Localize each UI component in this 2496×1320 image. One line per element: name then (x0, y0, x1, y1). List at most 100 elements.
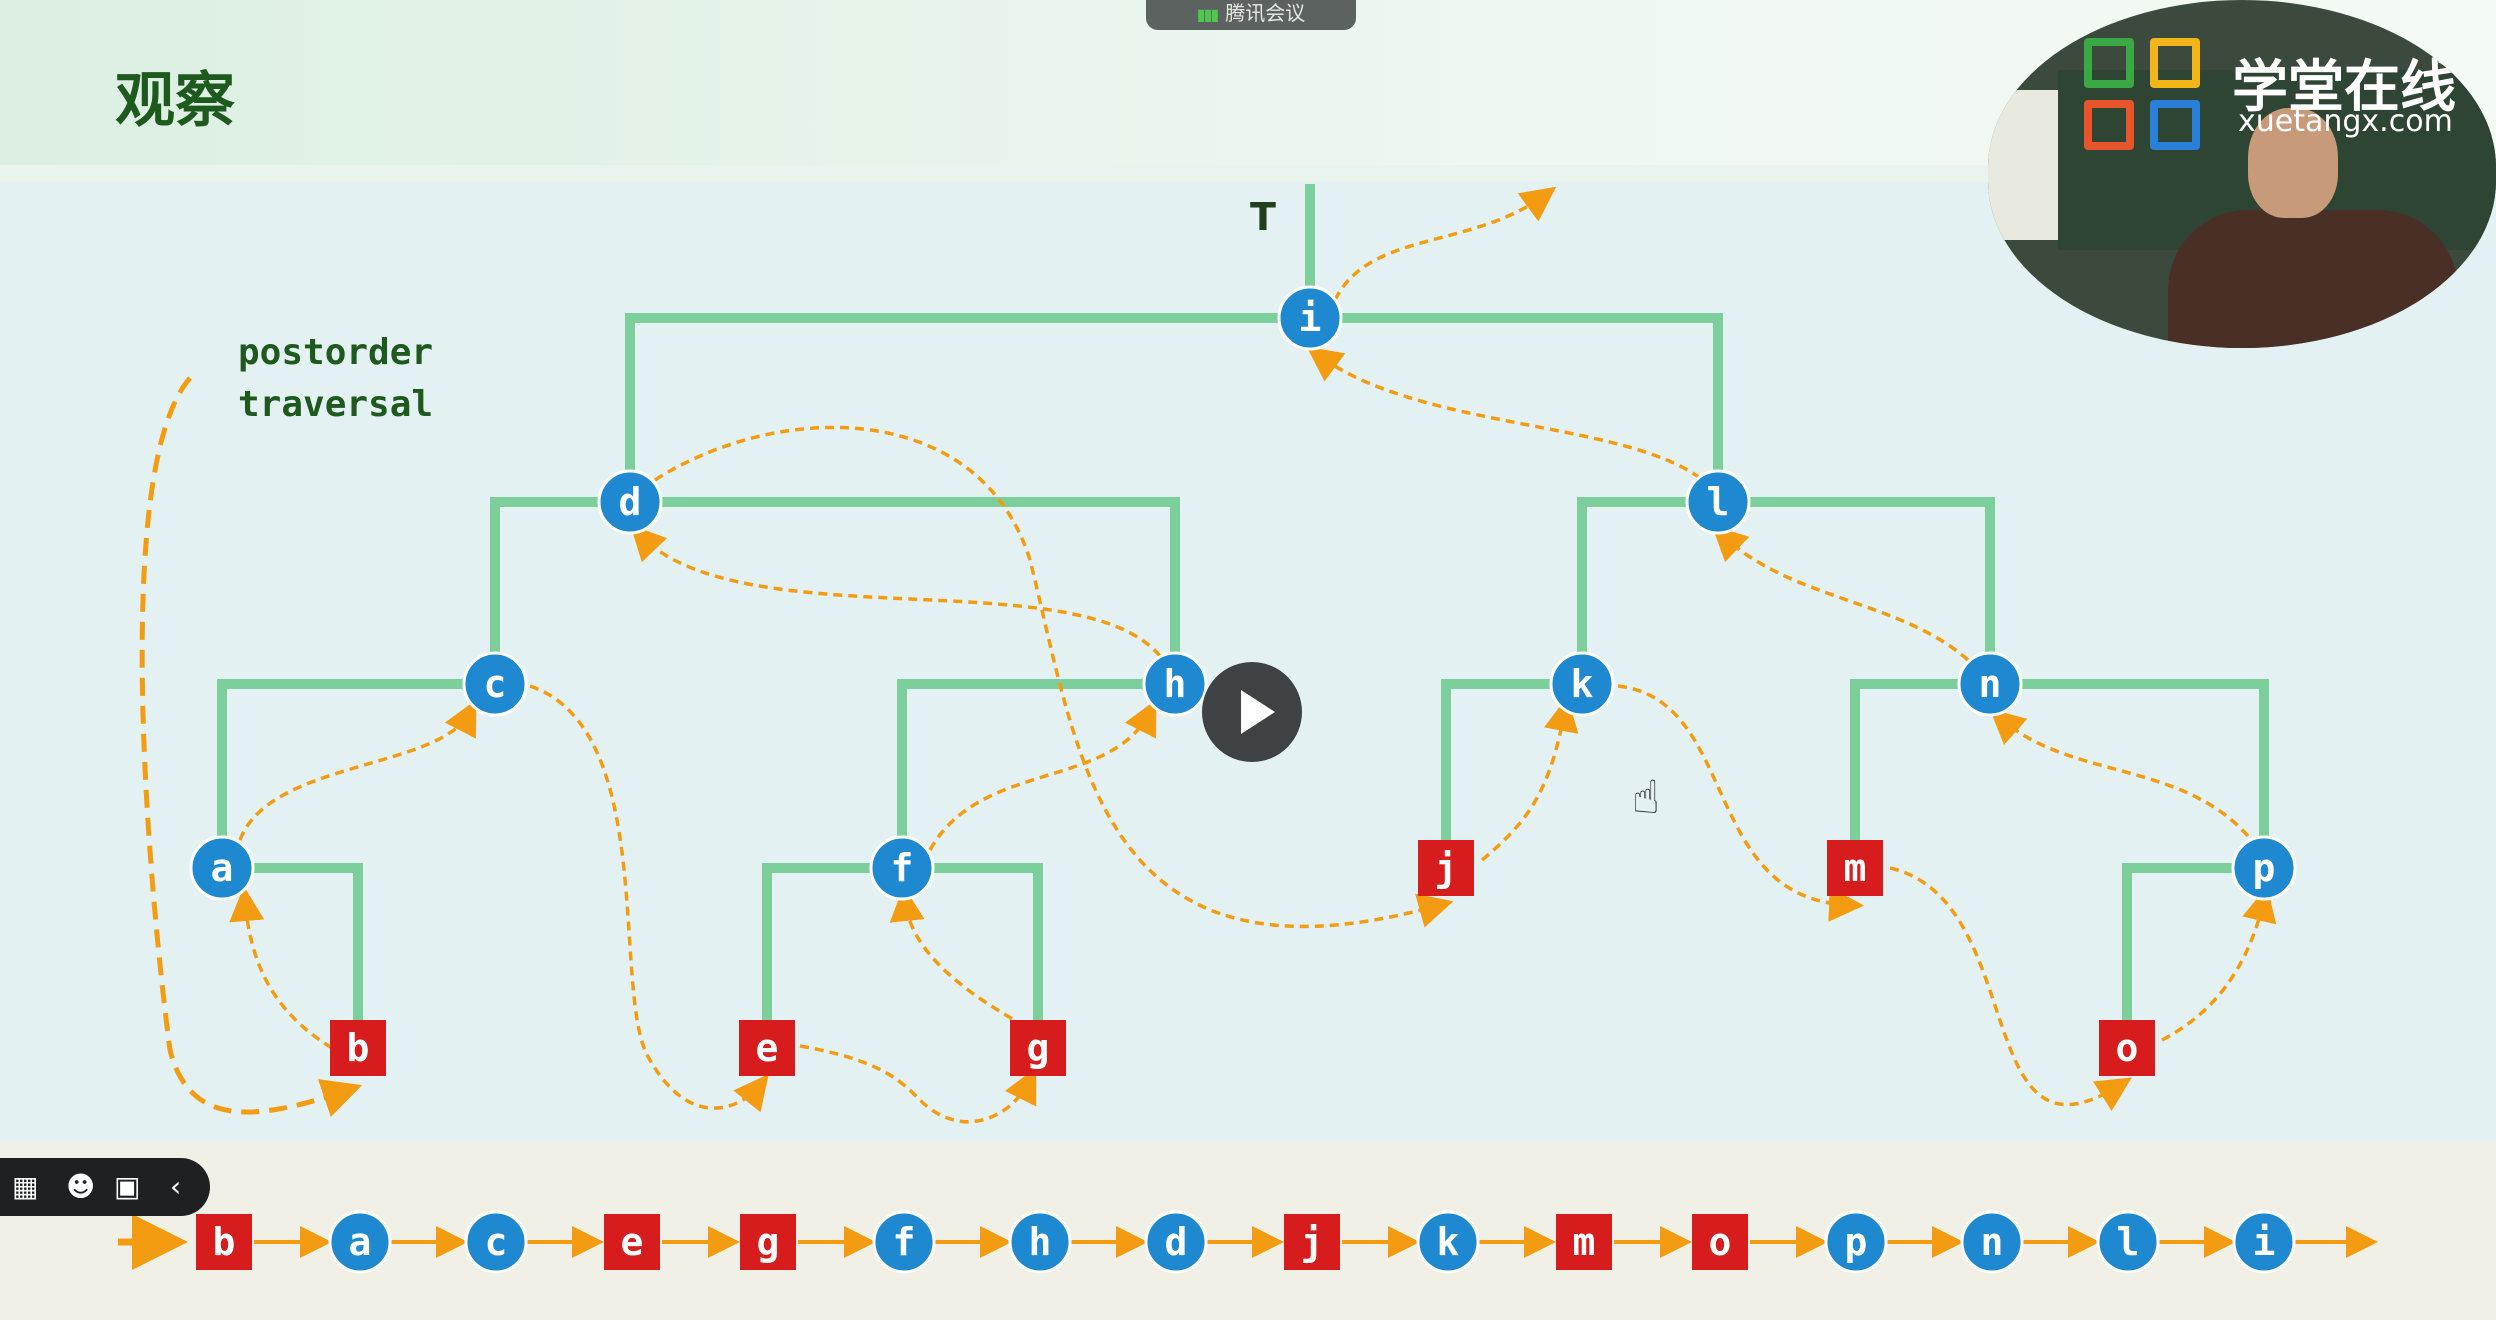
leaf-node-box (1010, 1020, 1066, 1076)
leaf-node-box (739, 1020, 795, 1076)
sequence-internal-circle (2096, 1210, 2160, 1274)
tree-node-label: l (1707, 480, 1730, 524)
sequence-node-label: b (213, 1220, 236, 1264)
tree-node-label: j (1435, 846, 1458, 890)
internal-node-circle (1685, 469, 1751, 535)
tree-node-label: o (2116, 1026, 2139, 1070)
logo-square-red (2084, 100, 2134, 150)
trav-k-m (1617, 684, 1864, 922)
sequence-node-label: f (893, 1220, 916, 1264)
sequence-internal-circle (2232, 1210, 2296, 1274)
chat-icon[interactable]: ▣ (114, 1170, 141, 1203)
slide-title: 观察 (115, 66, 235, 136)
floating-toolbar: ▦ ☻ ▣ ‹ (0, 1158, 210, 1216)
tree-edge-n-m (1850, 679, 1990, 868)
play-button[interactable] (1202, 662, 1302, 762)
sequence-node-j: j (1284, 1214, 1340, 1270)
tree-edge-h-f (897, 679, 1175, 868)
tree-node-label: k (1571, 662, 1594, 706)
tree-node-i: i (1277, 285, 1343, 351)
sequence-node-label: d (1165, 1220, 1188, 1264)
sequence-node-label: j (1301, 1220, 1324, 1264)
sequence-node-label: i (2253, 1220, 2276, 1264)
leaf-node-box (1827, 840, 1883, 896)
trav-n-l (1711, 525, 1970, 662)
tree-node-g: g (1010, 1020, 1066, 1076)
sequence-node-k: k (1416, 1210, 1480, 1274)
webcam-logo-text: 学堂在线 (2232, 55, 2456, 120)
sequence-node-b: b (196, 1214, 252, 1270)
sequence-node-o: o (1692, 1214, 1748, 1270)
tree-edge-i-d (625, 313, 1310, 502)
emoji-icon[interactable]: ☻ (66, 1170, 96, 1203)
webcam-overlay: 学堂在线 xuetangx.com (1988, 0, 2496, 348)
tree-node-m: m (1827, 840, 1883, 896)
sequence-internal-circle (1416, 1210, 1480, 1274)
tree-node-h: h (1142, 651, 1208, 717)
sequence-node-a: a (328, 1210, 392, 1274)
apps-icon[interactable]: ▦ (12, 1170, 39, 1203)
tree-edge-l-n (1718, 497, 1995, 684)
trav-f-h (928, 699, 1157, 851)
tree-node-p: p (2231, 835, 2297, 901)
sequence-node-label: c (485, 1220, 508, 1264)
internal-node-circle (2231, 835, 2297, 901)
tree-node-label: p (2253, 846, 2276, 890)
collapse-icon[interactable]: ‹ (170, 1170, 182, 1203)
meeting-status-bar[interactable]: ▮▮▮腾讯会议 (1146, 0, 1356, 30)
internal-node-circle (1957, 651, 2023, 717)
sequence-node-h: h (1008, 1210, 1072, 1274)
sequence-leaf-box (740, 1214, 796, 1270)
tree-edge-k-j (1441, 679, 1582, 868)
trav-o-p (2161, 886, 2277, 1042)
internal-node-circle (1277, 285, 1343, 351)
sequence-internal-circle (1008, 1210, 1072, 1274)
tree-node-label: d (619, 480, 642, 524)
traversal-label-line1: postorder (238, 332, 433, 373)
sequence-node-label: e (621, 1220, 644, 1264)
tree-node-l: l (1685, 469, 1751, 535)
tree-node-label: g (1027, 1026, 1050, 1070)
tree-node-label: m (1844, 846, 1867, 890)
tree-node-label: f (891, 846, 914, 890)
tree-edge-d-c (490, 497, 630, 684)
logo-square-yellow (2150, 38, 2200, 88)
sequence-internal-circle (328, 1210, 392, 1274)
tree-edge-l-k (1577, 497, 1718, 684)
tree-node-b: b (330, 1020, 386, 1076)
tree-node-label: e (756, 1026, 779, 1070)
sequence-node-label: k (1437, 1220, 1460, 1264)
sequence-node-label: g (757, 1220, 780, 1264)
tree-node-k: k (1549, 651, 1615, 717)
logo-square-green (2084, 38, 2134, 88)
trav-d-j (654, 425, 1454, 928)
tree-node-f: f (869, 835, 935, 901)
sequence-node-c: c (464, 1210, 528, 1274)
traversal-direction-arrow (139, 376, 363, 1117)
tree-node-d: d (597, 469, 663, 535)
sequence-node-l: l (2096, 1210, 2160, 1274)
tree-edge-n-p (1990, 679, 2269, 868)
sequence-node-g: g (740, 1214, 796, 1270)
sequence-internal-circle (464, 1210, 528, 1274)
tree-edge-c-a (217, 679, 495, 868)
sequence-leaf-box (1692, 1214, 1748, 1270)
webcam-logo-sub: xuetangx.com (2238, 104, 2453, 139)
sequence-internal-circle (872, 1210, 936, 1274)
sequence-internal-circle (1960, 1210, 2024, 1274)
tree-node-n: n (1957, 651, 2023, 717)
hand-cursor-icon: ☝ (1632, 770, 1661, 824)
leaf-node-box (330, 1020, 386, 1076)
internal-node-circle (1142, 651, 1208, 717)
trav-p-n (1989, 708, 2250, 838)
tree-node-j: j (1418, 840, 1474, 896)
sequence-leaf-box (196, 1214, 252, 1270)
traversal-label-line2: traversal (238, 384, 433, 425)
traversal-path (139, 186, 2277, 1124)
sequence-node-label: o (1709, 1220, 1732, 1264)
tree-node-label: i (1299, 296, 1322, 340)
trav-a-c (238, 699, 477, 841)
tree-edge-f-e (762, 863, 902, 1048)
